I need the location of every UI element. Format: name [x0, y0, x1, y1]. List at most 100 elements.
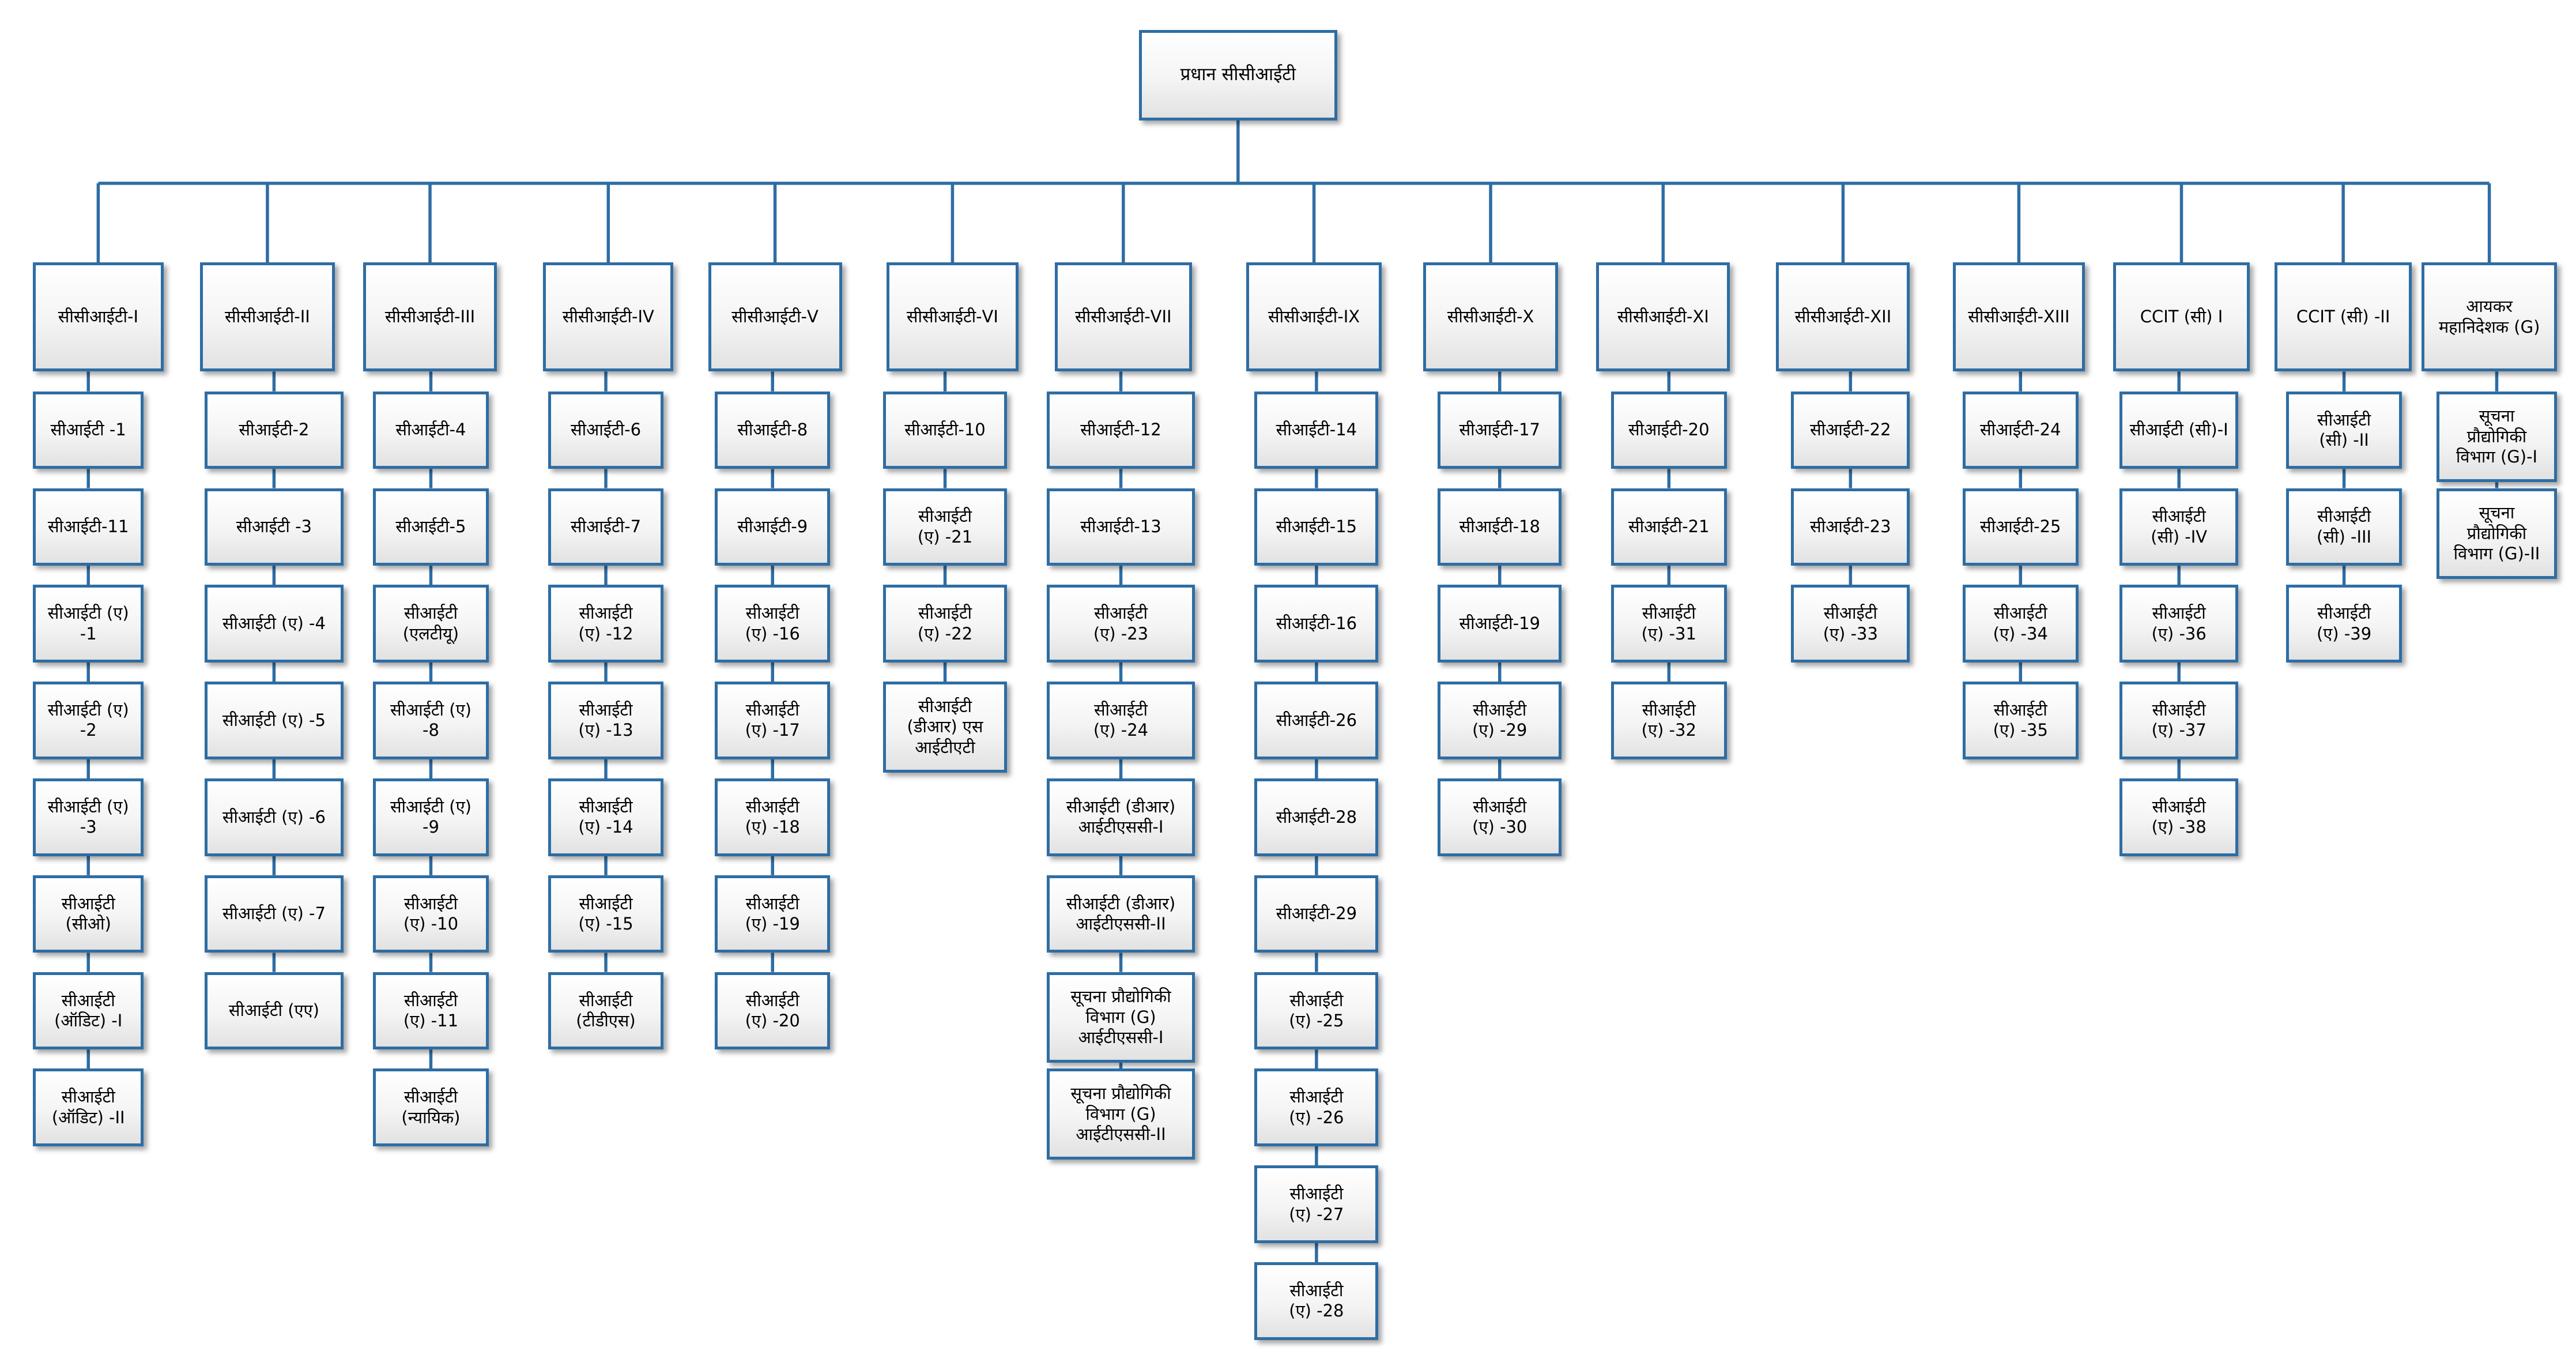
node-7-3: सीआईटी (ए) -23 [1046, 585, 1195, 663]
node-8-5: सीआईटी-28 [1254, 778, 1379, 856]
node-8-9: सीआईटी (ए) -27 [1254, 1165, 1379, 1243]
node-9-4: सीआईटी (ए) -29 [1438, 682, 1562, 759]
node-8-4: सीआईटी-26 [1254, 682, 1379, 759]
node-1-1: सीआईटी -1 [33, 391, 144, 469]
node-1-8: सीआईटी (ऑडिट) -II [33, 1068, 144, 1147]
node-6-1: सीआईटी-10 [883, 391, 1007, 469]
column-head-5: सीसीआईटी-V [708, 262, 842, 372]
node-8-6: सीआईटी-29 [1254, 875, 1379, 953]
node-1-7: सीआईटी (ऑडिट) -I [33, 972, 144, 1050]
column-head-12: सीसीआईटी-XIII [1952, 262, 2085, 372]
node-4-1: सीआईटी-6 [548, 391, 664, 469]
node-1-4: सीआईटी (ए) -2 [33, 682, 144, 759]
node-10-3: सीआईटी (ए) -31 [1611, 585, 1727, 663]
node-4-3: सीआईटी (ए) -12 [548, 585, 664, 663]
column-head-10: सीसीआईटी-XI [1596, 262, 1730, 372]
node-7-6: सीआईटी (डीआर) आईटीएससी-II [1046, 875, 1195, 953]
node-6-2: सीआईटी (ए) -21 [883, 488, 1007, 566]
node-7-8: सूचना प्रौद्योगिकी विभाग (G) आईटीएससी-II [1046, 1068, 1195, 1160]
column-head-11: सीसीआईटी-XII [1776, 262, 1910, 372]
node-10-4: सीआईटी (ए) -32 [1611, 682, 1727, 759]
node-15-1: सूचना प्रौद्योगिकी विभाग (G)-I [2436, 391, 2558, 483]
node-11-2: सीआईटी-23 [1791, 488, 1910, 566]
node-1-5: सीआईटी (ए) -3 [33, 778, 144, 856]
node-1-3: सीआईटी (ए) -1 [33, 585, 144, 663]
column-head-4: सीसीआईटी-IV [543, 262, 674, 372]
column-head-13: CCIT (सी) I [2113, 262, 2250, 372]
node-14-2: सीआईटी (सी) -III [2286, 488, 2402, 566]
node-12-4: सीआईटी (ए) -35 [1963, 682, 2079, 759]
node-8-3: सीआईटी-16 [1254, 585, 1379, 663]
node-3-6: सीआईटी (ए) -10 [373, 875, 489, 953]
node-1-2: सीआईटी-11 [33, 488, 144, 566]
node-2-4: सीआईटी (ए) -5 [205, 682, 344, 759]
node-9-3: सीआईटी-19 [1438, 585, 1562, 663]
node-2-1: सीआईटी-2 [205, 391, 344, 469]
node-7-5: सीआईटी (डीआर) आईटीएससी-I [1046, 778, 1195, 856]
node-3-2: सीआईटी-5 [373, 488, 489, 566]
column-head-6: सीसीआईटी-VI [886, 262, 1019, 372]
node-5-2: सीआईटी-9 [715, 488, 831, 566]
node-7-7: सूचना प्रौद्योगिकी विभाग (G) आईटीएससी-I [1046, 972, 1195, 1063]
node-11-1: सीआईटी-22 [1791, 391, 1910, 469]
node-9-5: सीआईटी (ए) -30 [1438, 778, 1562, 856]
node-4-7: सीआईटी (टीडीएस) [548, 972, 664, 1050]
node-5-7: सीआईटी (ए) -20 [715, 972, 831, 1050]
node-4-2: सीआईटी-7 [548, 488, 664, 566]
node-5-1: सीआईटी-8 [715, 391, 831, 469]
node-2-2: सीआईटी -3 [205, 488, 344, 566]
node-9-1: सीआईटी-17 [1438, 391, 1562, 469]
node-12-2: सीआईटी-25 [1963, 488, 2079, 566]
node-4-5: सीआईटी (ए) -14 [548, 778, 664, 856]
node-8-1: सीआईटी-14 [1254, 391, 1379, 469]
column-head-9: सीसीआईटी-X [1423, 262, 1559, 372]
node-9-2: सीआईटी-18 [1438, 488, 1562, 566]
node-12-3: सीआईटी (ए) -34 [1963, 585, 2079, 663]
node-14-1: सीआईटी (सी) -II [2286, 391, 2402, 469]
node-8-10: सीआईटी (ए) -28 [1254, 1262, 1379, 1340]
node-13-2: सीआईटी (सी) -IV [2119, 488, 2239, 566]
node-1-6: सीआईटी (सीओ) [33, 875, 144, 953]
node-3-7: सीआईटी (ए) -11 [373, 972, 489, 1050]
node-8-8: सीआईटी (ए) -26 [1254, 1068, 1379, 1147]
node-2-5: सीआईटी (ए) -6 [205, 778, 344, 856]
node-5-3: सीआईटी (ए) -16 [715, 585, 831, 663]
node-5-5: सीआईटी (ए) -18 [715, 778, 831, 856]
node-13-4: सीआईटी (ए) -37 [2119, 682, 2239, 759]
root-node: प्रधान सीसीआईटी [1139, 29, 1337, 121]
node-3-8: सीआईटी (न्यायिक) [373, 1068, 489, 1147]
node-6-4: सीआईटी (डीआर) एस आईटीएटी [883, 682, 1007, 773]
node-15-2: सूचना प्रौद्योगिकी विभाग (G)-II [2436, 488, 2558, 579]
node-2-3: सीआईटी (ए) -4 [205, 585, 344, 663]
node-10-2: सीआईटी-21 [1611, 488, 1727, 566]
node-5-4: सीआईटी (ए) -17 [715, 682, 831, 759]
node-3-4: सीआईटी (ए) -8 [373, 682, 489, 759]
node-4-4: सीआईटी (ए) -13 [548, 682, 664, 759]
node-13-3: सीआईटी (ए) -36 [2119, 585, 2239, 663]
node-5-6: सीआईटी (ए) -19 [715, 875, 831, 953]
node-2-7: सीआईटी (एए) [205, 972, 344, 1050]
node-3-5: सीआईटी (ए) -9 [373, 778, 489, 856]
node-4-6: सीआईटी (ए) -15 [548, 875, 664, 953]
column-head-2: सीसीआईटी-II [199, 262, 335, 372]
node-3-3: सीआईटी (एलटीयू) [373, 585, 489, 663]
node-7-4: सीआईटी (ए) -24 [1046, 682, 1195, 759]
node-13-5: सीआईटी (ए) -38 [2119, 778, 2239, 856]
node-8-2: सीआईटी-15 [1254, 488, 1379, 566]
node-11-3: सीआईटी (ए) -33 [1791, 585, 1910, 663]
column-head-7: सीसीआईटी-VII [1054, 262, 1192, 372]
node-7-1: सीआईटी-12 [1046, 391, 1195, 469]
node-12-1: सीआईटी-24 [1963, 391, 2079, 469]
column-head-3: सीसीआईटी-III [363, 262, 497, 372]
node-6-3: सीआईटी (ए) -22 [883, 585, 1007, 663]
column-head-14: CCIT (सी) -II [2275, 262, 2412, 372]
node-14-3: सीआईटी (ए) -39 [2286, 585, 2402, 663]
node-7-2: सीआईटी-13 [1046, 488, 1195, 566]
node-2-6: सीआईटी (ए) -7 [205, 875, 344, 953]
column-head-8: सीसीआईटी-IX [1246, 262, 1382, 372]
node-3-1: सीआईटी-4 [373, 391, 489, 469]
node-13-1: सीआईटी (सी)-I [2119, 391, 2239, 469]
node-10-1: सीआईटी-20 [1611, 391, 1727, 469]
